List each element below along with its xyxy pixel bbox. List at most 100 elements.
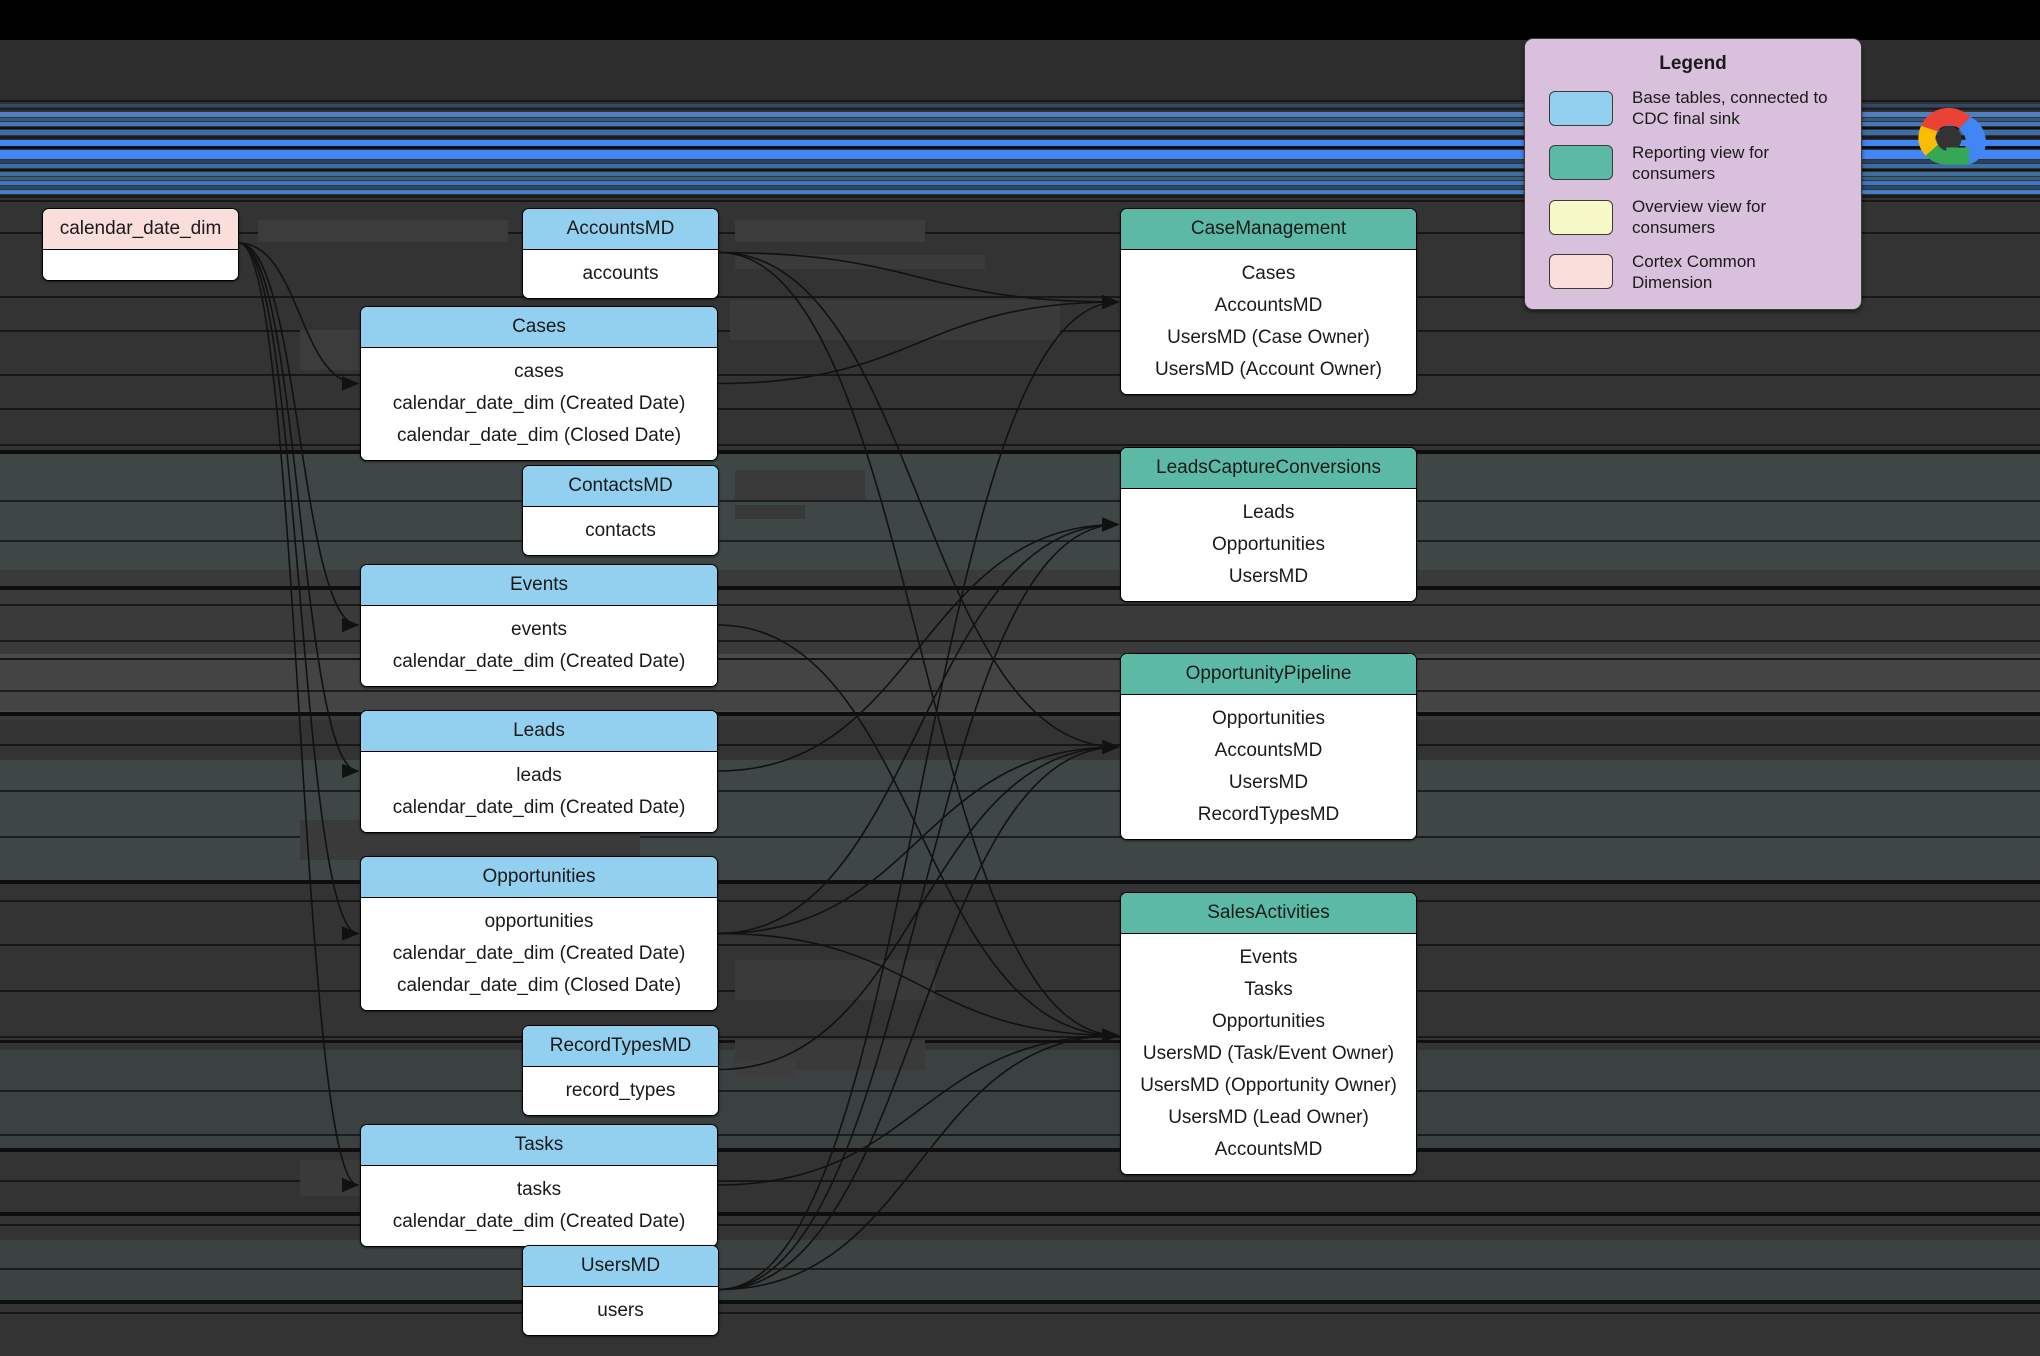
- artifact-scanline: [0, 1224, 2040, 1226]
- artifact-band: [0, 150, 2040, 159]
- entity-table-row: UsersMD (Case Owner): [1167, 327, 1370, 348]
- artifact-band: [0, 118, 2040, 121]
- entity-table-calendar_date_dim[interactable]: calendar_date_dim: [42, 208, 239, 281]
- entity-table-row: calendar_date_dim (Created Date): [392, 651, 686, 672]
- entity-table-row: users: [597, 1300, 644, 1321]
- entity-table-row: cases: [514, 361, 564, 382]
- artifact-segment: [735, 255, 985, 269]
- artifact-scanline: [0, 146, 2040, 148]
- artifact-band: [0, 112, 2040, 117]
- artifact-band: [0, 586, 2040, 590]
- entity-table-row: Tasks: [1244, 979, 1293, 1000]
- entity-table-row: AccountsMD: [1214, 1139, 1323, 1160]
- artifact-band: [0, 108, 2040, 110]
- entity-table-row: accounts: [582, 263, 659, 284]
- artifact-band: [0, 164, 2040, 168]
- entity-table-title: LeadsCaptureConversions: [1121, 448, 1416, 489]
- entity-table-title: OpportunityPipeline: [1121, 654, 1416, 695]
- artifact-scanline: [0, 604, 2040, 606]
- artifact-segment: [735, 470, 865, 500]
- legend-swatch: [1549, 145, 1613, 181]
- artifact-scanline: [0, 444, 2040, 446]
- entity-table-title: Opportunities: [361, 857, 717, 898]
- entity-table-row: Cases: [1241, 263, 1296, 284]
- entity-table-body: users: [523, 1287, 718, 1335]
- entity-table-row: AccountsMD: [1214, 295, 1323, 316]
- entity-table-row: Leads: [1242, 502, 1295, 523]
- entity-table-contactsmd[interactable]: ContactsMD contacts: [522, 465, 719, 556]
- legend-item-label: Overview view for consumers: [1632, 197, 1767, 238]
- entity-table-title: ContactsMD: [523, 466, 718, 507]
- entity-table-row: Opportunities: [1211, 534, 1325, 555]
- artifact-band: [0, 712, 2040, 716]
- entity-table-row: opportunities: [484, 911, 594, 932]
- entity-table-row: calendar_date_dim (Closed Date): [396, 425, 682, 446]
- artifact-band: [0, 136, 2040, 139]
- entity-table-title: UsersMD: [523, 1246, 718, 1287]
- legend-item-label: Base tables, connected to CDC final sink: [1632, 88, 1828, 129]
- entity-table-row: calendar_date_dim (Created Date): [392, 797, 686, 818]
- entity-table-title: AccountsMD: [523, 209, 718, 250]
- legend-item-label: Reporting view for consumers: [1632, 142, 1770, 183]
- artifact-scanline: [0, 1268, 2040, 1270]
- legend-swatch: [1549, 199, 1613, 235]
- legend-item: Base tables, connected to CDC final sink: [1549, 87, 1861, 130]
- entity-table-row: Opportunities: [1211, 1011, 1325, 1032]
- artifact-band: [0, 177, 2040, 180]
- artifact-scanline: [0, 790, 2040, 792]
- entity-table-row: calendar_date_dim (Created Date): [392, 1211, 686, 1232]
- entity-table-body: accounts: [523, 250, 718, 298]
- entity-table-row: UsersMD: [1228, 772, 1309, 793]
- entity-table-title: Leads: [361, 711, 717, 752]
- artifact-band: [0, 130, 2040, 135]
- artifact-scanline: [0, 1036, 2040, 1038]
- artifact-band: [0, 190, 2040, 194]
- artifact-band: [0, 172, 2040, 176]
- artifact-segment: [735, 220, 925, 242]
- legend-item: Overview view for consumers: [1549, 196, 1861, 239]
- entity-table-body: contacts: [523, 507, 718, 555]
- entity-table-title: Tasks: [361, 1125, 717, 1166]
- artifact-band: [0, 1212, 2040, 1216]
- artifact-band: [0, 169, 2040, 171]
- artifact-scanline: [0, 200, 2040, 202]
- artifact-band: [0, 1300, 2040, 1304]
- artifact-band: [0, 140, 2040, 146]
- entity-table-title: RecordTypesMD: [523, 1026, 718, 1067]
- artifact-band: [0, 880, 2040, 884]
- legend-title: Legend: [1659, 53, 1727, 74]
- artifact-band: [0, 186, 2040, 189]
- artifact-scanline: [0, 990, 2040, 992]
- entity-table-opportunities[interactable]: Opportunities opportunities calendar_date_…: [360, 856, 718, 1011]
- artifact-band: [0, 147, 2040, 149]
- entity-table-usersmd[interactable]: UsersMD users: [522, 1245, 719, 1336]
- top-black-bar: [0, 0, 2040, 40]
- artifact-scanline: [0, 1312, 2040, 1314]
- entity-table-row: Events: [1239, 947, 1298, 968]
- entity-table-row: AccountsMD: [1214, 740, 1323, 761]
- entity-table-row: Opportunities: [1211, 708, 1325, 729]
- entity-table-row: UsersMD (Lead Owner): [1168, 1107, 1369, 1128]
- artifact-band: [0, 104, 2040, 107]
- entity-table-row: UsersMD (Account Owner): [1155, 359, 1382, 380]
- entity-table-row: contacts: [585, 520, 656, 541]
- entity-table-accountsmd[interactable]: AccountsMD accounts: [522, 208, 719, 299]
- entity-table-row: RecordTypesMD: [1197, 804, 1340, 825]
- entity-table-row: calendar_date_dim (Created Date): [392, 943, 686, 964]
- legend-swatch: [1549, 90, 1613, 126]
- entity-table-body: opportunities calendar_date_dim (Created …: [361, 898, 717, 1010]
